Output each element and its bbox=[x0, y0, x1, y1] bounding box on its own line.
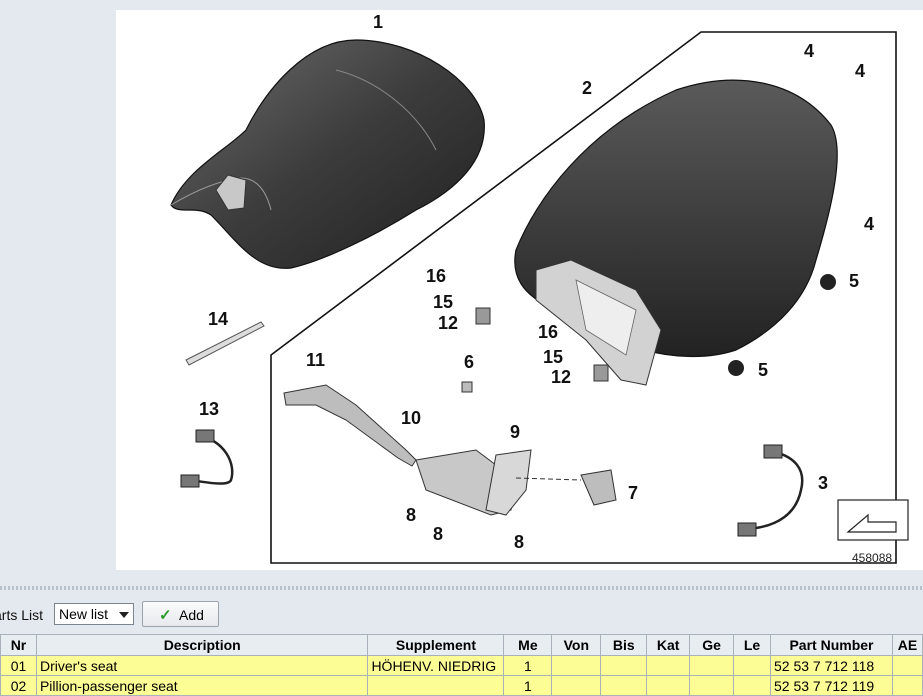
callout-1[interactable]: 1 bbox=[373, 12, 383, 32]
callout-2[interactable]: 2 bbox=[582, 78, 592, 98]
callout-8[interactable]: 8 bbox=[406, 505, 416, 525]
callout-4[interactable]: 4 bbox=[864, 214, 874, 234]
cell-me: 1 bbox=[503, 655, 553, 676]
callout-4[interactable]: 4 bbox=[804, 41, 814, 61]
cable-drawing bbox=[755, 448, 804, 530]
callout-15[interactable]: 15 bbox=[543, 347, 563, 367]
column-header-ae[interactable]: AE bbox=[891, 634, 923, 656]
parts-list-label: arts List bbox=[0, 607, 44, 623]
callout-6[interactable]: 6 bbox=[464, 352, 474, 372]
callout-15[interactable]: 15 bbox=[433, 292, 453, 312]
cell-nr: 01 bbox=[0, 655, 37, 676]
seat-lock-drawing bbox=[283, 384, 617, 516]
callout-7[interactable]: 7 bbox=[628, 483, 638, 503]
callout-12[interactable]: 12 bbox=[551, 367, 571, 387]
cell-bis bbox=[600, 675, 648, 696]
buffer-drawing bbox=[820, 274, 836, 290]
chevron-down-icon bbox=[119, 612, 129, 618]
parts-table: Nr Description Supplement Me Von Bis Kat… bbox=[0, 634, 923, 696]
table-row[interactable]: 01 Driver's seat HÖHENV. NIEDRIG 1 52 53… bbox=[0, 655, 923, 676]
connector-drawing bbox=[737, 522, 757, 537]
column-header-description[interactable]: Description bbox=[35, 634, 369, 656]
cell-le bbox=[733, 675, 771, 696]
buffer-drawing bbox=[728, 360, 744, 376]
cell-kat bbox=[646, 675, 691, 696]
column-header-part-number[interactable]: Part Number bbox=[770, 634, 893, 656]
cell-von bbox=[551, 655, 602, 676]
table-header-row: Nr Description Supplement Me Von Bis Kat… bbox=[0, 634, 923, 656]
callout-13[interactable]: 13 bbox=[199, 399, 219, 419]
column-header-kat[interactable]: Kat bbox=[646, 634, 691, 656]
callout-12[interactable]: 12 bbox=[438, 313, 458, 333]
column-header-von[interactable]: Von bbox=[551, 634, 602, 656]
parts-list-toolbar: arts List New list ✓ Add bbox=[0, 600, 923, 630]
cell-supplement: HÖHENV. NIEDRIG bbox=[367, 655, 505, 676]
callout-5[interactable]: 5 bbox=[849, 271, 859, 291]
cell-bis bbox=[600, 655, 648, 676]
image-number: 458088 bbox=[852, 551, 892, 565]
column-header-nr[interactable]: Nr bbox=[0, 634, 37, 656]
cell-kat bbox=[646, 655, 691, 676]
connector-drawing bbox=[180, 474, 200, 488]
checkmark-icon: ✓ bbox=[159, 607, 172, 624]
navigation-arrow-button[interactable] bbox=[837, 499, 909, 541]
add-button-label: Add bbox=[179, 607, 204, 623]
cell-part-number: 52 53 7 712 119 bbox=[770, 675, 893, 696]
cell-ae bbox=[891, 675, 923, 696]
cell-me: 1 bbox=[503, 675, 553, 696]
callout-8[interactable]: 8 bbox=[514, 532, 524, 552]
callout-4[interactable]: 4 bbox=[855, 61, 865, 81]
callout-11[interactable]: 11 bbox=[306, 350, 325, 370]
list-select[interactable]: New list bbox=[54, 603, 134, 625]
cell-ae bbox=[891, 655, 923, 676]
callout-8[interactable]: 8 bbox=[433, 524, 443, 544]
driver-seat-drawing bbox=[170, 39, 485, 269]
arrow-icon bbox=[846, 513, 897, 533]
cable-drawing bbox=[187, 433, 234, 485]
assembly-frame bbox=[270, 31, 897, 564]
callout-16[interactable]: 16 bbox=[538, 322, 558, 342]
splitter[interactable] bbox=[0, 586, 923, 590]
table-row[interactable]: 02 Pillion-passenger seat 1 52 53 7 712 … bbox=[0, 675, 923, 696]
cell-von bbox=[551, 675, 602, 696]
bracket-drawing bbox=[593, 364, 609, 382]
column-header-supplement[interactable]: Supplement bbox=[367, 634, 505, 656]
callout-3[interactable]: 3 bbox=[818, 473, 828, 493]
column-header-ge[interactable]: Ge bbox=[689, 634, 735, 656]
cell-ge bbox=[689, 675, 735, 696]
clip-drawing bbox=[461, 381, 473, 393]
list-select-value: New list bbox=[59, 606, 109, 622]
callout-5[interactable]: 5 bbox=[758, 360, 768, 380]
callout-14[interactable]: 14 bbox=[208, 309, 228, 329]
bracket-drawing bbox=[475, 307, 491, 325]
strap-drawing bbox=[185, 321, 265, 366]
connector-drawing bbox=[195, 429, 215, 443]
cell-nr: 02 bbox=[0, 675, 37, 696]
cell-part-number: 52 53 7 712 118 bbox=[770, 655, 893, 676]
cell-supplement bbox=[367, 675, 505, 696]
callout-9[interactable]: 9 bbox=[510, 422, 520, 442]
column-header-me[interactable]: Me bbox=[503, 634, 553, 656]
connector-drawing bbox=[763, 444, 783, 459]
callout-10[interactable]: 10 bbox=[401, 408, 421, 428]
pillion-seat-drawing bbox=[514, 79, 838, 386]
callout-16[interactable]: 16 bbox=[426, 266, 446, 286]
column-header-bis[interactable]: Bis bbox=[600, 634, 648, 656]
cell-ge bbox=[689, 655, 735, 676]
cell-le bbox=[733, 655, 771, 676]
cell-description: Driver's seat bbox=[35, 655, 369, 676]
cell-description: Pillion-passenger seat bbox=[35, 675, 369, 696]
column-header-le[interactable]: Le bbox=[733, 634, 771, 656]
add-button[interactable]: ✓ Add bbox=[142, 601, 219, 627]
